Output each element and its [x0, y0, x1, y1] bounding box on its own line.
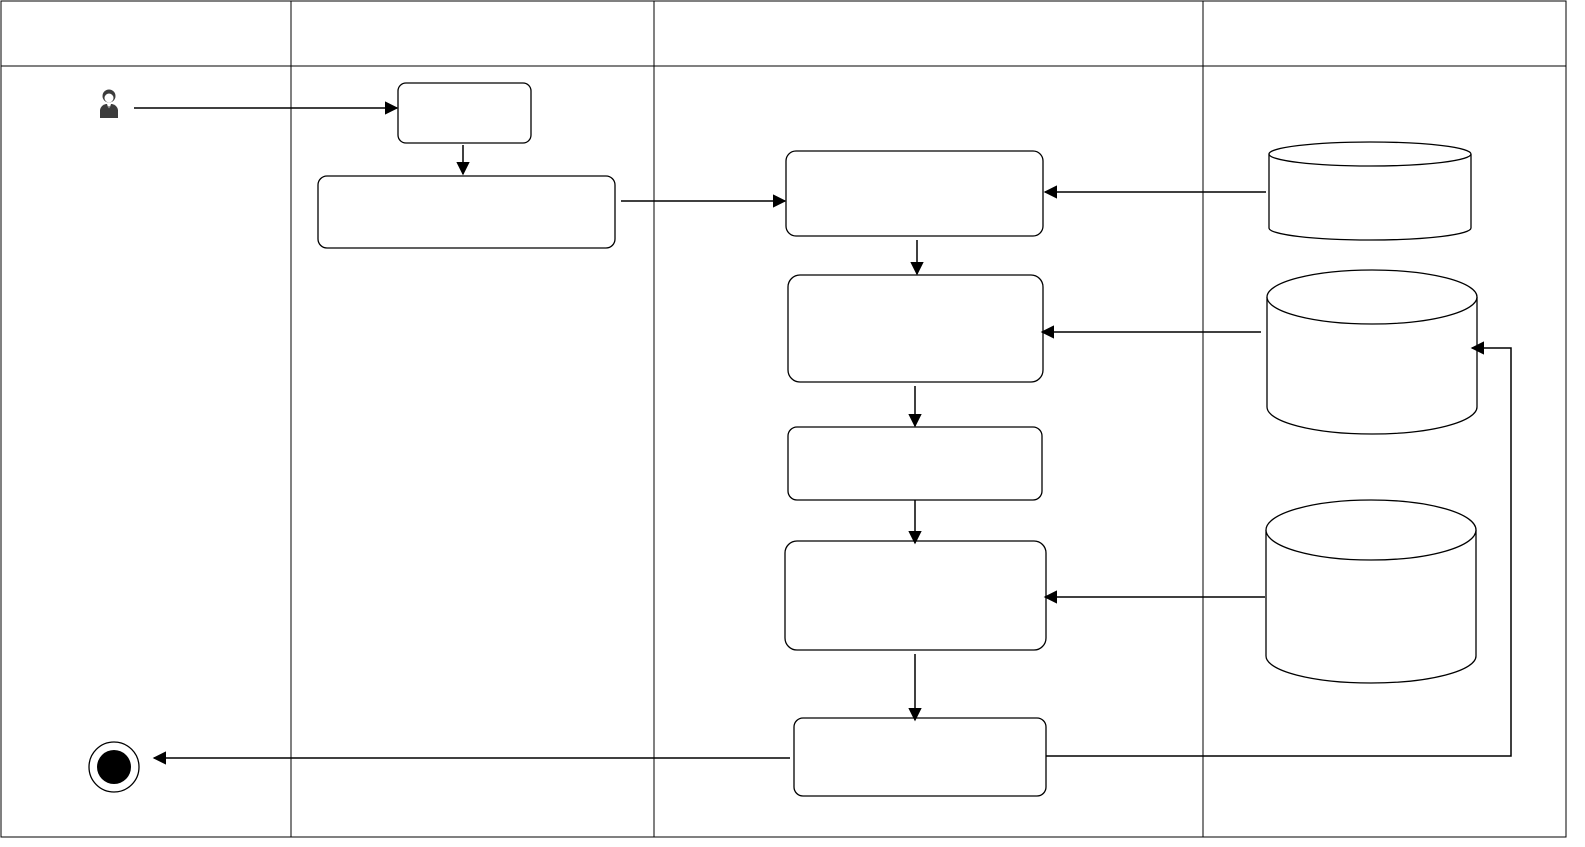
user-icon [100, 89, 118, 118]
activity-step-1[interactable] [397, 82, 532, 144]
activity-step-3[interactable] [785, 150, 1044, 237]
activity-step-5[interactable] [787, 426, 1043, 501]
activity-step-2[interactable] [317, 175, 616, 249]
diagram-frame [0, 0, 1567, 838]
final-node [88, 741, 140, 793]
activity-step-4[interactable] [787, 274, 1044, 383]
database-3[interactable] [1265, 499, 1477, 684]
database-1[interactable] [1268, 141, 1472, 241]
activity-step-7[interactable] [793, 717, 1047, 797]
lane-header-4 [1203, 1, 1566, 65]
activity-step-6[interactable] [784, 540, 1047, 651]
lane-header-1 [1, 1, 291, 65]
lane-header-3 [654, 1, 1203, 65]
lane-header-2 [291, 1, 654, 65]
edge-step-7-to-db-2 [1046, 341, 1512, 757]
database-2[interactable] [1266, 269, 1478, 435]
